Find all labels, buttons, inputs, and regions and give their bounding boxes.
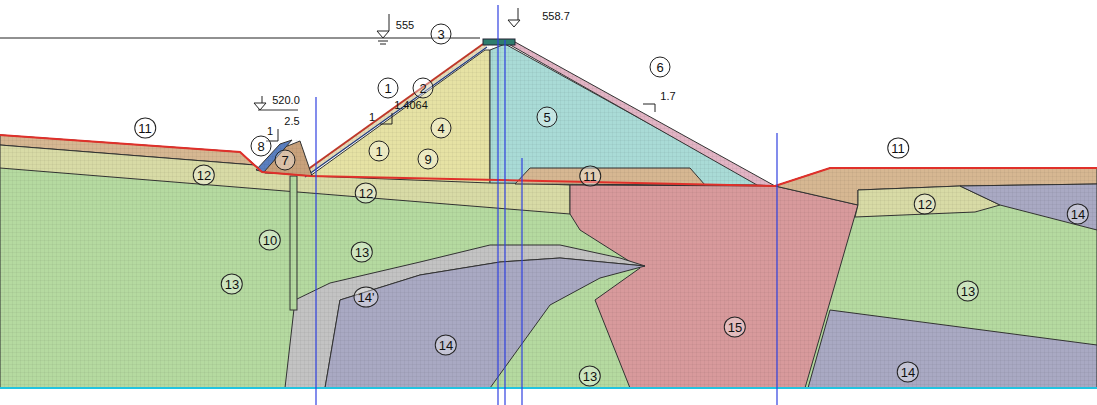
dimension-label: 1.4064	[392, 99, 430, 112]
dam-crest	[483, 39, 515, 45]
dimension-label: 520.0	[270, 94, 302, 107]
callout-number: 1	[378, 78, 399, 99]
dimension-label: 1.7	[658, 90, 677, 103]
callout-number: 8	[251, 136, 272, 157]
dimension-label: 555	[394, 19, 416, 32]
dimension-label: 2.5	[282, 115, 301, 128]
dimension-label: 558.7	[540, 10, 572, 23]
fe-mesh	[0, 30, 1097, 390]
dimension-label: 1	[265, 125, 275, 138]
callout-number: 9	[418, 149, 439, 170]
callout-number: 6	[650, 57, 671, 78]
callout-number: 11	[579, 166, 601, 187]
callout-number: 14'	[354, 287, 379, 308]
monitoring-sections	[316, 5, 777, 405]
callout-number: 11	[134, 118, 156, 139]
callout-number: 2	[413, 78, 434, 99]
callout-number: 3	[431, 24, 452, 45]
callout-number: 11	[887, 138, 909, 159]
callout-number: 1	[369, 141, 390, 162]
callout-number: 4	[431, 118, 452, 139]
slope-marks	[266, 104, 655, 141]
level-symbols	[254, 8, 520, 110]
callout-number: 5	[537, 107, 558, 128]
ground-surface-line	[0, 135, 1097, 186]
dimension-label: 1	[367, 111, 377, 124]
callout-number: 7	[275, 150, 296, 171]
model-bottom-boundary	[0, 387, 1097, 389]
water-level-line	[0, 38, 480, 39]
